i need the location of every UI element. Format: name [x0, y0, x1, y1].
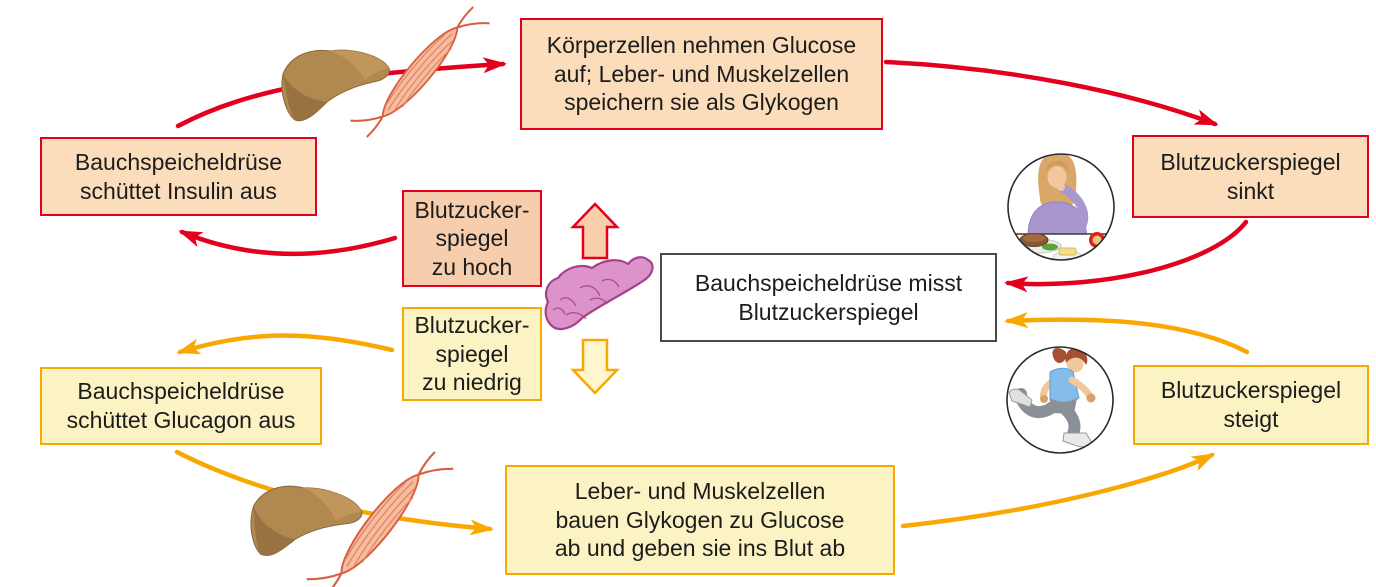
box-insulin-ausschuettung: Bauchspeicheldrüse schüttet Insulin aus: [40, 137, 317, 216]
arrow-koerperzellen-to-sinkt: [883, 59, 1219, 127]
liver-icon: [281, 49, 390, 122]
blood-sugar-rise-arrow: [570, 202, 620, 260]
arrow-hoch-to-insulinbox: [178, 229, 398, 257]
running-person-icon: [1006, 346, 1114, 454]
box-blutzucker-steigt: Blutzuckerspiegel steigt: [1133, 365, 1369, 445]
box-glucagon-ausschuettung: Bauchspeicheldrüse schüttet Glucagon aus: [40, 367, 322, 445]
arrow-leberzellen-to-steigt: [900, 452, 1216, 529]
box-leberzellen-glykogen: Leber- und Muskelzellen bauen Glykogen z…: [505, 465, 895, 575]
box-koerperzellen-glucose: Körperzellen nehmen Glucose auf; Leber- …: [520, 18, 883, 130]
pancreas-icon: [544, 256, 654, 331]
arrow-sinkt-to-misst: [1004, 219, 1249, 293]
arrow-niedrig-to-glucagonbox: [176, 333, 395, 355]
box-blutzucker-zu-niedrig: Blutzucker- spiegel zu niedrig: [402, 307, 542, 401]
box-blutzucker-zu-hoch: Blutzucker- spiegel zu hoch: [402, 190, 542, 287]
box-blutzucker-sinkt: Blutzuckerspiegel sinkt: [1132, 135, 1369, 218]
arrow-steigt-to-misst: [1004, 312, 1250, 355]
blood-sugar-fall-arrow: [570, 338, 620, 395]
box-bauchspeicheldruese-misst: Bauchspeicheldrüse misst Blutzuckerspieg…: [660, 253, 997, 342]
eating-person-icon: [1007, 153, 1115, 261]
